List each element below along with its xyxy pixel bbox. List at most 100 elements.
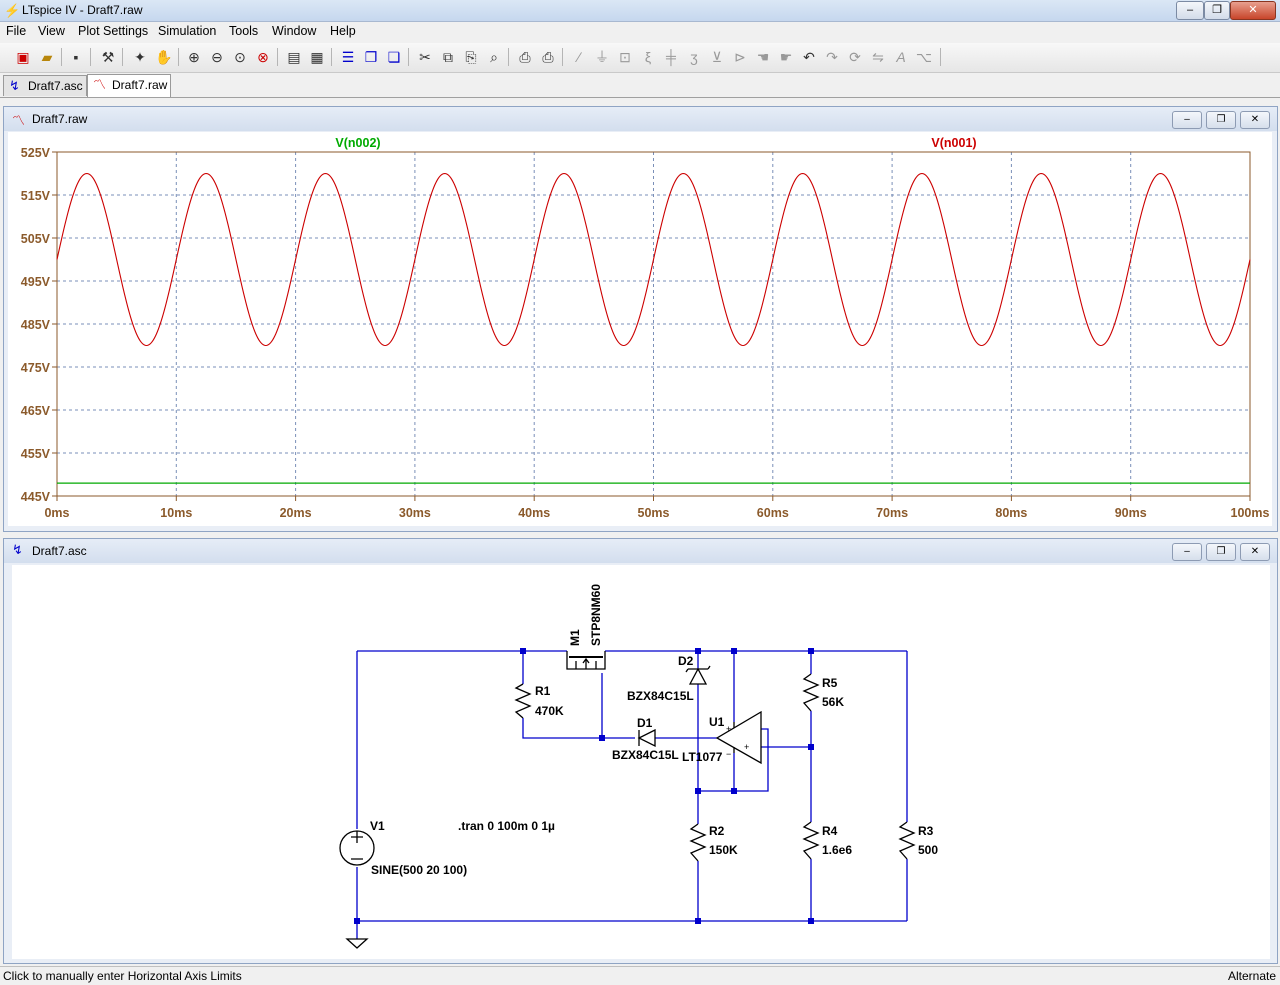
menu-window[interactable]: Window [272, 24, 317, 38]
schematic-window-title: Draft7.asc [32, 544, 87, 558]
resistor-r3[interactable] [898, 821, 916, 860]
tran-directive[interactable]: .tran 0 100m 0 1µ [458, 819, 555, 833]
waveform-minimize-button[interactable]: – [1172, 111, 1202, 129]
zoom-fit-icon[interactable]: ⊙ [234, 49, 246, 65]
x-tick-label[interactable]: 80ms [995, 506, 1027, 520]
wire-icon[interactable]: ∕ [577, 49, 581, 65]
x-tick-label[interactable]: 60ms [757, 506, 789, 520]
menu-file[interactable]: File [6, 24, 27, 38]
x-tick-label[interactable]: 70ms [876, 506, 908, 520]
menu-simulation[interactable]: Simulation [158, 24, 217, 38]
text-icon[interactable]: A [896, 49, 906, 65]
y-tick-label[interactable]: 495V [21, 275, 51, 289]
trace-label-v-n002[interactable]: V(n002) [335, 136, 380, 150]
menu-help[interactable]: Help [330, 24, 356, 38]
move-icon[interactable]: ☚ [756, 49, 770, 65]
x-tick-label[interactable]: 30ms [399, 506, 431, 520]
open-schematic-icon[interactable]: ▣ [16, 49, 30, 65]
cut-icon[interactable]: ✂ [419, 49, 431, 65]
trace-v-n001[interactable] [56, 172, 1251, 347]
y-tick-label[interactable]: 485V [21, 318, 51, 332]
r5-value-label: 56K [822, 695, 844, 709]
paste-icon[interactable]: ⎘ [465, 49, 477, 65]
d1-model-label: BZX84C15L [612, 748, 679, 762]
tab-draft7-asc[interactable]: ↯ Draft7.asc [3, 75, 87, 96]
x-tick-label[interactable]: 50ms [638, 506, 670, 520]
resistor-icon[interactable]: ξ [644, 49, 652, 65]
drag-icon[interactable]: ☛ [779, 49, 793, 65]
pan-icon[interactable]: ✋ [155, 49, 173, 65]
x-tick-label[interactable]: 0ms [44, 506, 69, 520]
resistor-r4[interactable] [802, 821, 820, 860]
resistor-r5[interactable] [802, 673, 820, 712]
grid-icon[interactable]: ▦ [310, 49, 324, 65]
cascade-icon[interactable]: ❐ [364, 49, 378, 65]
schematic-window: ↯ Draft7.asc – ❐ ✕ [3, 538, 1278, 964]
schematic-restore-button[interactable]: ❐ [1206, 543, 1236, 561]
schematic-canvas[interactable]: M1 STP8NM60 D2 BZX84C15L R1 470K D1 BZX8… [12, 565, 1270, 959]
resistor-r2[interactable] [689, 823, 707, 862]
x-tick-label[interactable]: 90ms [1115, 506, 1147, 520]
voltage-source-v1[interactable] [339, 830, 375, 866]
tab-draft7-raw[interactable]: 〽 Draft7.raw [87, 74, 171, 97]
schematic-minimize-button[interactable]: – [1172, 543, 1202, 561]
resistor-r1[interactable] [514, 683, 532, 719]
y-tick-label[interactable]: 515V [21, 189, 51, 203]
capacitor-icon[interactable]: ╪ [666, 49, 676, 65]
x-tick-label[interactable]: 40ms [518, 506, 550, 520]
menu-plot-settings[interactable]: Plot Settings [78, 24, 149, 38]
x-tick-label[interactable]: 20ms [280, 506, 312, 520]
opamp-u1[interactable] [715, 710, 762, 765]
mirror-icon[interactable]: ⇋ [872, 49, 884, 65]
redo-icon[interactable]: ↷ [826, 49, 838, 65]
find-icon[interactable]: ⌕ [490, 49, 498, 65]
close-button[interactable]: ✕ [1230, 1, 1276, 20]
svg-text:−: − [726, 749, 731, 759]
waveform-restore-button[interactable]: ❐ [1206, 111, 1236, 129]
print-preview-icon[interactable]: ⎙ [519, 49, 531, 65]
y-tick-label[interactable]: 455V [21, 447, 51, 461]
r1-name-label: R1 [535, 684, 551, 698]
zoom-out-icon[interactable]: ⊖ [211, 49, 223, 65]
y-tick-label[interactable]: 525V [21, 146, 51, 160]
y-tick-label[interactable]: 475V [21, 361, 51, 375]
control-panel-icon[interactable]: ⚒ [101, 49, 115, 65]
minimize-button[interactable]: – [1176, 1, 1204, 20]
component-icon[interactable]: ⊳ [734, 49, 746, 65]
window-title: LTspice IV - Draft7.raw [22, 3, 143, 17]
mosfet-m1[interactable] [566, 651, 606, 670]
copy-icon[interactable]: ⧉ [443, 49, 453, 65]
open-file-icon[interactable]: ▰ [41, 49, 53, 65]
trace-label-v-n001[interactable]: V(n001) [931, 136, 976, 150]
zoom-in-icon[interactable]: ⊕ [188, 49, 200, 65]
spice-directive-icon[interactable]: ⌥ [915, 49, 933, 65]
diode-icon[interactable]: ⊻ [711, 49, 723, 65]
title-bar: ⚡ LTspice IV - Draft7.raw – ❐ ✕ [0, 0, 1280, 22]
ground-icon[interactable]: ⏚ [595, 49, 609, 65]
y-tick-label[interactable]: 445V [21, 490, 51, 504]
tile-vertical-icon[interactable]: ❏ [387, 49, 401, 65]
junction-dots [354, 648, 814, 924]
undo-icon[interactable]: ↶ [803, 49, 815, 65]
diode-d1[interactable] [637, 728, 656, 748]
run-icon[interactable]: ✦ [134, 49, 146, 65]
inductor-icon[interactable]: ʒ [690, 49, 698, 65]
x-tick-label[interactable]: 100ms [1231, 506, 1270, 520]
zoom-cancel-icon[interactable]: ⊗ [257, 49, 269, 65]
restore-button[interactable]: ❐ [1204, 1, 1230, 20]
autorange-icon[interactable]: ▤ [287, 49, 301, 65]
zener-diode-d2[interactable] [685, 665, 711, 685]
print-icon[interactable]: ⎙ [542, 49, 554, 65]
waveform-plot[interactable]: 0ms 10ms 20ms 30ms 40ms 50ms 60ms 70ms 80ms 90ms 1… [8, 132, 1272, 526]
y-tick-label[interactable]: 505V [21, 232, 51, 246]
schematic-close-button[interactable]: ✕ [1240, 543, 1270, 561]
x-tick-label[interactable]: 10ms [160, 506, 192, 520]
waveform-close-button[interactable]: ✕ [1240, 111, 1270, 129]
save-icon[interactable]: ▪ [73, 49, 79, 65]
menu-view[interactable]: View [38, 24, 65, 38]
label-icon[interactable]: ⊡ [619, 49, 631, 65]
tile-horizontal-icon[interactable]: ☰ [341, 49, 355, 65]
menu-tools[interactable]: Tools [229, 24, 259, 38]
y-tick-label[interactable]: 465V [21, 404, 51, 418]
rotate-icon[interactable]: ⟳ [849, 49, 861, 65]
